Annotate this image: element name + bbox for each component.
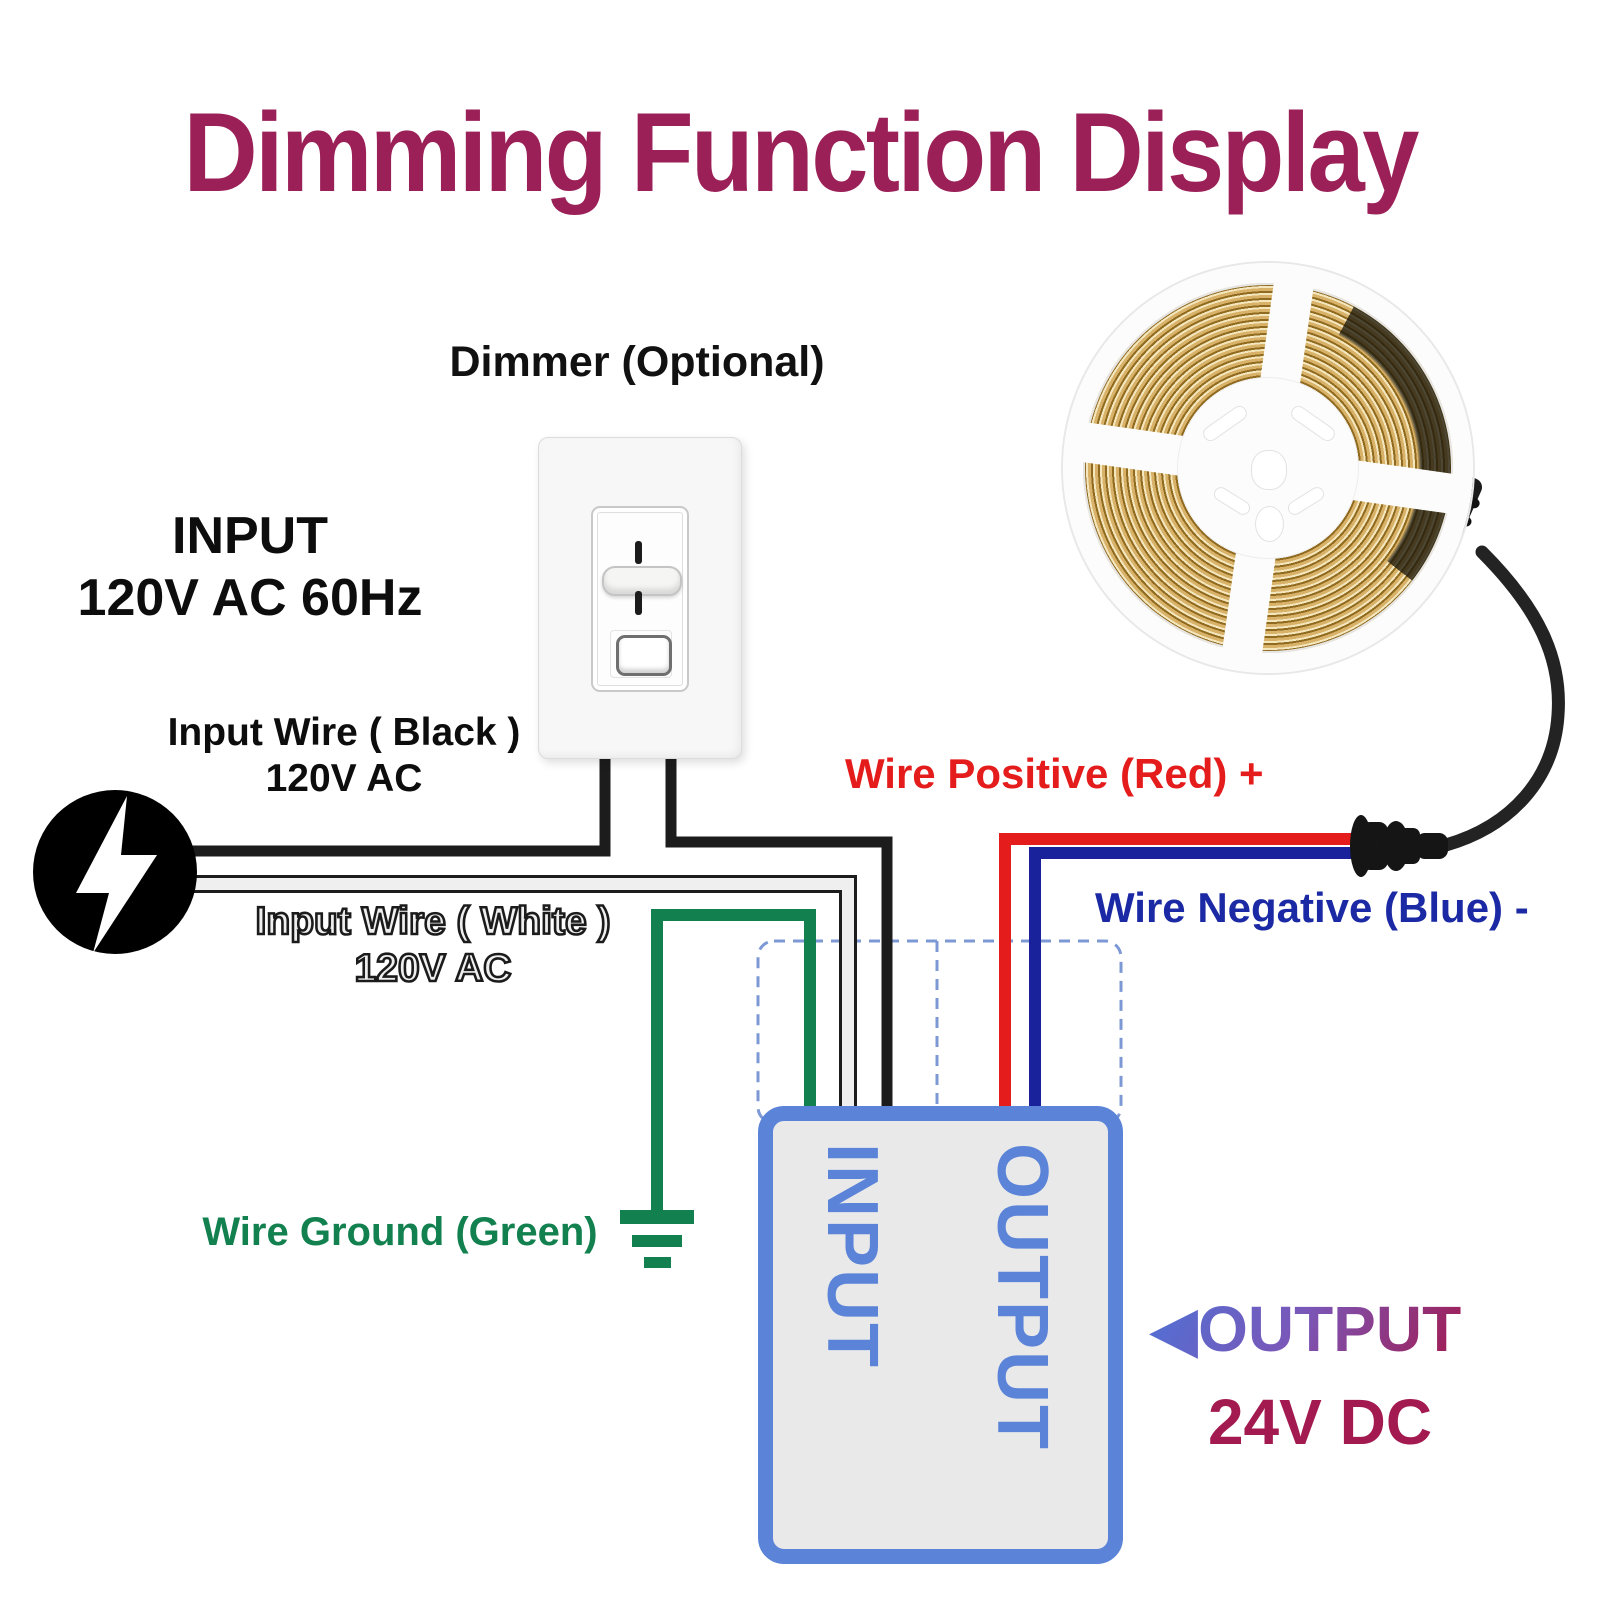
hub-slot [1211,484,1253,518]
dc-barrel-connector [1350,815,1448,877]
ac-power-source [33,790,197,954]
input-rating-line1: INPUT [172,507,328,565]
page-title: Dimming Function Display [183,90,1419,215]
input-rating-label: INPUT 120V AC 60Hz [30,505,470,629]
hub-center-keyhole [1251,450,1287,490]
connector-cable [1439,545,1565,852]
wire-negative-label: Wire Negative (Blue) - [1095,884,1529,931]
psu-output-label: OUTPUT [982,1143,1062,1451]
hub-slot [1285,484,1327,518]
ground-wire-green [651,909,816,1212]
hub-slot [1288,403,1338,444]
dimmer-slider-handle[interactable] [602,566,682,596]
hot-wire-black-to-dimmer [185,750,611,857]
dimmer-switch [538,437,742,759]
power-supply-box [758,1106,1123,1564]
hot-wire-black-to-psu [665,750,893,1115]
led-strip-reel [1062,262,1474,674]
dimmer-slider-track-top [635,541,642,564]
output-voltage-label: 24V DC [1207,1386,1433,1458]
input-wire-white-line2: 120V AC [353,946,512,992]
input-wire-white-line1: Input Wire ( White ) [254,899,612,945]
hub-hole [1255,506,1284,542]
hub-slot [1200,403,1250,444]
dimmer-slider-track-bottom [635,591,642,615]
input-wire-black-line2: 120V AC [265,757,423,800]
wire-ground-label: Wire Ground (Green) [202,1210,598,1254]
wire-positive-label: Wire Positive (Red) + [845,750,1264,797]
neutral-wire-white [190,878,854,1115]
dimmer-on-off-rocker[interactable] [616,635,672,676]
input-wire-black-line1: Input Wire ( Black ) [167,711,521,754]
dc-wire-red-positive [999,833,1356,1115]
lightning-bolt-icon [76,796,157,953]
dimmer-label: Dimmer (Optional) [449,338,825,386]
input-wire-white-label: Input Wire ( White ) 120V AC [223,898,643,992]
reel-hub [1178,378,1358,558]
psu-input-label: INPUT [812,1143,892,1369]
output-label-with-arrow: ◀OUTPUT [1120,1292,1490,1367]
earth-ground-icon [620,1210,694,1268]
input-wire-black-label: Input Wire ( Black ) 120V AC [134,710,554,802]
input-rating-line2: 120V AC 60Hz [77,569,423,627]
dc-wire-blue-negative [1029,847,1356,1115]
